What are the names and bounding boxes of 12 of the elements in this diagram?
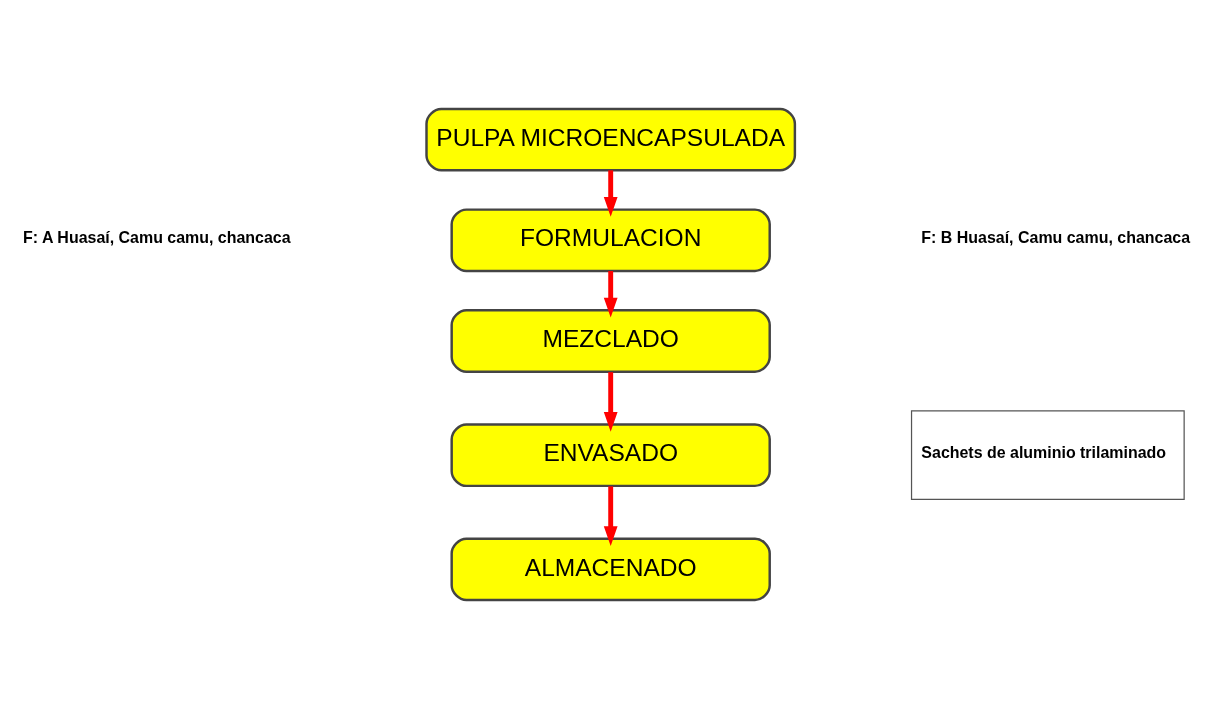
node-box: FORMULACION [450,208,771,273]
arrow [603,372,618,432]
node-box: MEZCLADO [450,309,771,373]
label: F: B Huasaí, Camu camu, chancaca [921,229,1190,247]
arrow [603,170,618,217]
node-box: ENVASADO [450,423,771,488]
arrow [603,486,618,546]
node-box: Sachets de aluminio trilaminado [910,410,1185,500]
label: F: A Huasaí, Camu camu, chancaca [23,229,291,247]
arrow [603,271,618,318]
node-box: ALMACENADO [450,537,771,602]
node-box: PULPA MICROENCAPSULADA [425,107,797,172]
